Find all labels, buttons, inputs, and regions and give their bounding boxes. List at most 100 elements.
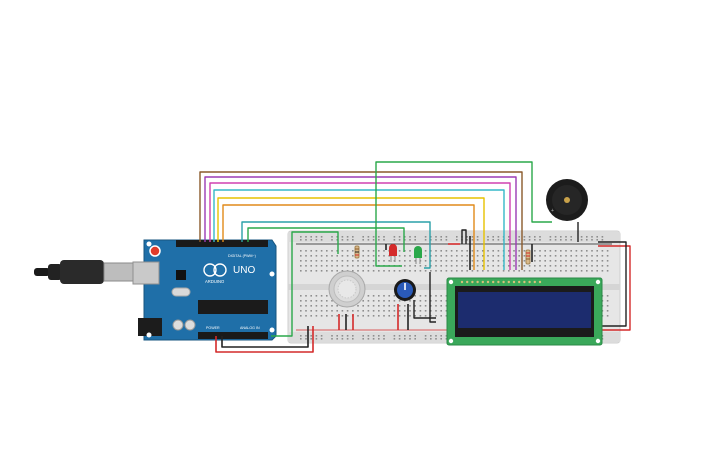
- breadboard-hole: [409, 236, 411, 238]
- wire[interactable]: [375, 161, 552, 252]
- wire[interactable]: [413, 300, 436, 319]
- lcd-pin: [528, 280, 531, 284]
- wire[interactable]: [199, 171, 523, 270]
- breadboard-hole: [528, 265, 531, 267]
- breadboard-hole: [565, 270, 567, 272]
- wire[interactable]: [598, 245, 631, 331]
- breadboard-hole: [300, 300, 302, 302]
- breadboard-hole: [544, 255, 546, 257]
- breadboard-hole: [404, 236, 406, 238]
- breadboard-hole: [508, 250, 510, 252]
- breadboard-hole: [409, 265, 411, 267]
- breadboard-hole: [435, 338, 437, 340]
- breadboard-hole: [456, 255, 458, 257]
- breadboard-hole: [528, 236, 531, 238]
- resistor[interactable]: [525, 249, 531, 265]
- wire[interactable]: [241, 221, 431, 269]
- breadboard-hole: [352, 236, 354, 238]
- gas-sensor[interactable]: [328, 270, 366, 308]
- wire[interactable]: [209, 182, 511, 270]
- breadboard-hole: [346, 338, 349, 340]
- wire[interactable]: [375, 252, 402, 267]
- breadboard-hole: [320, 335, 323, 337]
- breadboard-hole: [471, 260, 474, 262]
- breadboard-hole: [528, 239, 531, 241]
- breadboard-hole: [476, 239, 479, 241]
- breadboard-hole: [310, 250, 312, 252]
- breadboard-hole: [300, 338, 302, 340]
- wire[interactable]: [222, 204, 475, 270]
- breadboard-hole: [554, 239, 557, 241]
- breadboard-hole: [310, 300, 312, 302]
- wire[interactable]: [461, 229, 467, 244]
- breadboard-hole: [300, 270, 302, 272]
- breadboard-hole: [601, 239, 604, 241]
- wire[interactable]: [429, 272, 436, 323]
- breadboard-hole: [315, 315, 318, 317]
- wire[interactable]: [598, 241, 627, 327]
- wire[interactable]: [247, 227, 405, 252]
- breadboard-hole: [554, 255, 557, 257]
- breadboard-hole: [518, 250, 520, 252]
- breadboard-hole: [398, 270, 401, 272]
- wire[interactable]: [213, 189, 505, 270]
- breadboard-hole: [549, 265, 552, 267]
- breadboard-hole: [591, 265, 593, 267]
- breadboard-hole: [300, 260, 302, 262]
- breadboard-hole: [523, 239, 526, 241]
- breadboard-hole: [440, 310, 442, 312]
- wire[interactable]: [271, 231, 339, 337]
- breadboard-hole: [305, 315, 307, 317]
- breadboard-hole: [310, 270, 312, 272]
- breadboard-hole: [544, 265, 546, 267]
- breadboard-hole: [450, 260, 453, 262]
- breadboard-hole: [305, 300, 307, 302]
- breadboard-hole: [378, 338, 380, 340]
- breadboard-hole: [331, 310, 333, 312]
- breadboard-hole: [388, 300, 390, 302]
- piezo-buzzer[interactable]: +: [546, 179, 588, 221]
- breadboard-hole: [445, 270, 448, 272]
- breadboard-hole: [554, 265, 557, 267]
- breadboard-hole: [378, 300, 380, 302]
- breadboard-hole: [367, 305, 370, 307]
- breadboard-hole: [591, 255, 593, 257]
- breadboard-hole: [513, 270, 515, 272]
- wire[interactable]: [204, 176, 517, 270]
- breadboard-hole: [320, 295, 323, 297]
- breadboard-hole: [565, 260, 567, 262]
- breadboard-hole: [310, 338, 312, 340]
- breadboard-hole: [508, 270, 510, 272]
- breadboard-hole: [445, 260, 448, 262]
- reset-button[interactable]: [149, 245, 161, 257]
- breadboard-hole: [357, 310, 359, 312]
- ground-wire[interactable]: [221, 326, 309, 348]
- wire[interactable]: [217, 197, 485, 270]
- breadboard-hole: [570, 250, 572, 252]
- lcd-16x2[interactable]: [446, 277, 603, 346]
- breadboard-hole: [362, 335, 364, 337]
- breadboard-hole: [445, 255, 448, 257]
- breadboard-hole: [487, 239, 489, 241]
- breadboard-hole: [372, 295, 375, 297]
- breadboard-hole: [346, 315, 349, 317]
- green-led[interactable]: [414, 246, 422, 264]
- breadboard-hole: [466, 265, 468, 267]
- breadboard-hole: [346, 250, 349, 252]
- usb-cable[interactable]: [34, 260, 135, 284]
- breadboard-hole: [435, 300, 437, 302]
- breadboard-hole: [409, 260, 411, 262]
- breadboard-hole: [300, 310, 302, 312]
- breadboard-hole: [409, 300, 411, 302]
- breadboard-hole: [435, 335, 437, 337]
- red-led[interactable]: [389, 244, 397, 262]
- lcd-pin: [507, 280, 510, 284]
- arduino-uno[interactable]: UNO ARDUINO DIGITAL (PWM~) POWER ANALOG …: [132, 239, 277, 341]
- potentiometer[interactable]: [394, 279, 416, 301]
- breadboard-hole: [606, 310, 609, 312]
- breadboard-hole: [367, 255, 370, 257]
- breadboard-hole: [435, 255, 437, 257]
- breadboard-hole: [492, 255, 494, 257]
- resistor[interactable]: [354, 245, 360, 259]
- power-wire[interactable]: [215, 326, 314, 353]
